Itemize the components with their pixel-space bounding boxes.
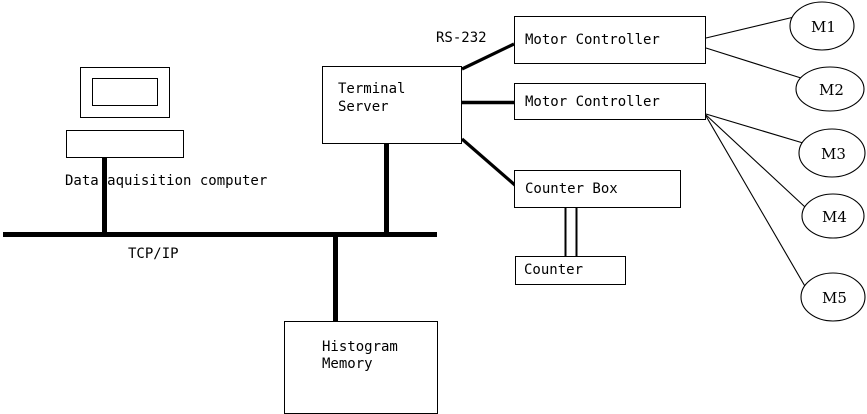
wire-terminal-server-to-motor-controller-1 [461,42,515,71]
motor-ellipse-m2 [795,66,865,112]
data-acquisition-computer-label: Data aquisition computer [65,173,268,189]
wire-terminal-server-to-counter-box [460,137,518,188]
histogram-memory-label-line1: Histogram [322,339,398,355]
counter-label: Counter [524,262,584,278]
motor-label-m1: M1 [811,18,836,36]
motor-ellipse-m5 [800,272,866,322]
wire-motor-controller-2-to-m4 [705,114,806,208]
terminal-server-label-line2: Server [338,99,389,115]
motor-controller-2-label: Motor Controller [525,94,660,110]
motor-ellipse-m4 [801,193,865,239]
motor-label-m3: M3 [821,145,846,163]
histogram-memory-label-line2: Memory [322,356,373,372]
motor-label-m2: M2 [819,81,844,99]
motor-ellipse-m1 [789,1,855,51]
motor-label-m5: M5 [822,289,847,307]
wire-motor-controller-1-to-m1 [705,16,795,39]
motor-controller-2-box [514,83,706,120]
counter-box-label: Counter Box [525,181,618,197]
motor-controller-1-label: Motor Controller [525,32,660,48]
computer-chassis-icon [66,130,184,158]
computer-screen-icon [92,78,158,106]
motor-controller-1-box [514,16,706,64]
histogram-memory-box [284,321,438,414]
counter-box [515,256,626,285]
wire-motor-controller-2-to-m3 [705,113,804,144]
motor-label-m4: M4 [822,208,847,226]
terminal-server-label-line1: Terminal [338,81,406,97]
counter-box-box [514,170,681,208]
wire-motor-controller-1-to-m2 [705,47,802,79]
tcp-ip-bus-label: TCP/IP [128,246,179,262]
motor-ellipse-m3 [798,128,866,178]
rs-232-label: RS-232 [436,30,487,46]
wire-motor-controller-2-to-m5 [705,115,807,289]
terminal-server-box [322,66,462,144]
